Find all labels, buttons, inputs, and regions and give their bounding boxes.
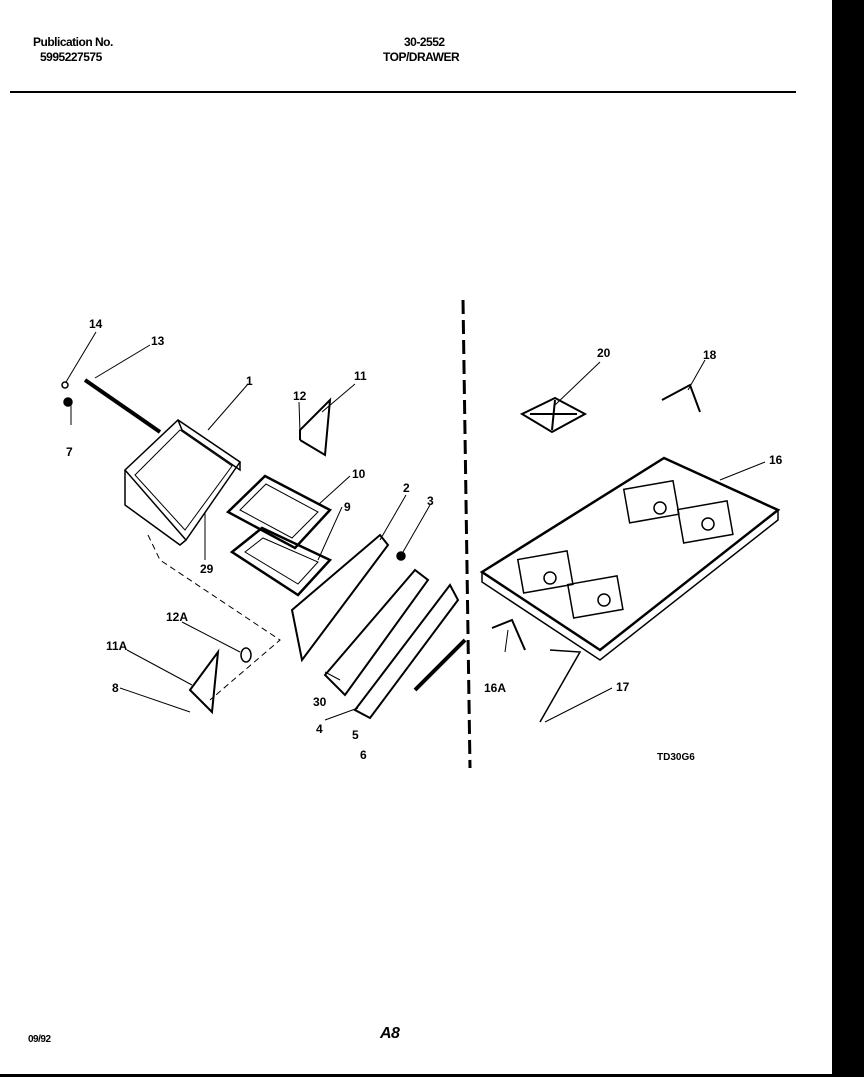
screw-14 bbox=[61, 381, 69, 389]
callout-16: 16 bbox=[769, 453, 783, 467]
callout-5: 5 bbox=[352, 728, 359, 742]
cooktop bbox=[479, 456, 781, 661]
callout-6: 6 bbox=[360, 748, 367, 762]
callout-3: 3 bbox=[427, 494, 434, 508]
callout-16A: 16A bbox=[484, 681, 507, 695]
footer-date: 09/92 bbox=[28, 1034, 51, 1045]
callout-11: 11 bbox=[354, 369, 367, 383]
callout-12: 12 bbox=[293, 389, 307, 403]
section-divider bbox=[461, 299, 472, 769]
header-divider bbox=[10, 91, 796, 93]
publication-number: 5995227575 bbox=[40, 50, 102, 64]
callout-11A: 11A bbox=[106, 639, 128, 653]
assembly-guide bbox=[147, 534, 281, 701]
screw-3 bbox=[396, 551, 406, 561]
callout-7: 7 bbox=[66, 445, 73, 459]
clip-7 bbox=[63, 397, 73, 407]
callout-4: 4 bbox=[316, 722, 323, 736]
pan-9 bbox=[229, 526, 333, 597]
callout-14: 14 bbox=[89, 317, 103, 331]
drawer-panel-30 bbox=[323, 568, 430, 697]
drawer-rail-13 bbox=[83, 378, 162, 434]
callout-18: 18 bbox=[703, 348, 717, 362]
drawer-front-2 bbox=[290, 533, 390, 663]
handle-6 bbox=[413, 638, 467, 692]
bottom-edge bbox=[0, 1074, 832, 1077]
callout-10: 10 bbox=[352, 467, 366, 481]
callout-9: 9 bbox=[344, 500, 351, 514]
publication-label: Publication No. bbox=[33, 35, 113, 49]
part-12A bbox=[240, 647, 252, 663]
callout-1: 1 bbox=[246, 374, 253, 388]
callout-20: 20 bbox=[597, 346, 611, 360]
bracket-18 bbox=[661, 383, 701, 413]
grate-20 bbox=[519, 396, 588, 434]
wire-17 bbox=[539, 649, 582, 723]
callout-13: 13 bbox=[151, 334, 165, 348]
callout-29: 29 bbox=[200, 562, 214, 576]
model-code: 30-2552 bbox=[404, 35, 445, 49]
glide-11 bbox=[299, 397, 332, 457]
leader-lines bbox=[65, 331, 766, 723]
scan-edge bbox=[832, 0, 864, 1077]
callout-30: 30 bbox=[313, 695, 327, 709]
drawing-code: TD30G6 bbox=[657, 752, 695, 763]
glide-11A bbox=[188, 648, 220, 715]
section-title: TOP/DRAWER bbox=[383, 50, 460, 64]
callout-2: 2 bbox=[403, 481, 410, 495]
bracket-16A bbox=[491, 618, 526, 651]
callout-8: 8 bbox=[112, 681, 119, 695]
drawer-panel-5 bbox=[353, 583, 460, 720]
callout-17: 17 bbox=[616, 680, 630, 694]
footer-page-code: A8 bbox=[380, 1025, 400, 1042]
callout-12A: 12A bbox=[166, 610, 189, 624]
drawer-body bbox=[123, 419, 242, 546]
broiler-pan bbox=[225, 474, 333, 597]
